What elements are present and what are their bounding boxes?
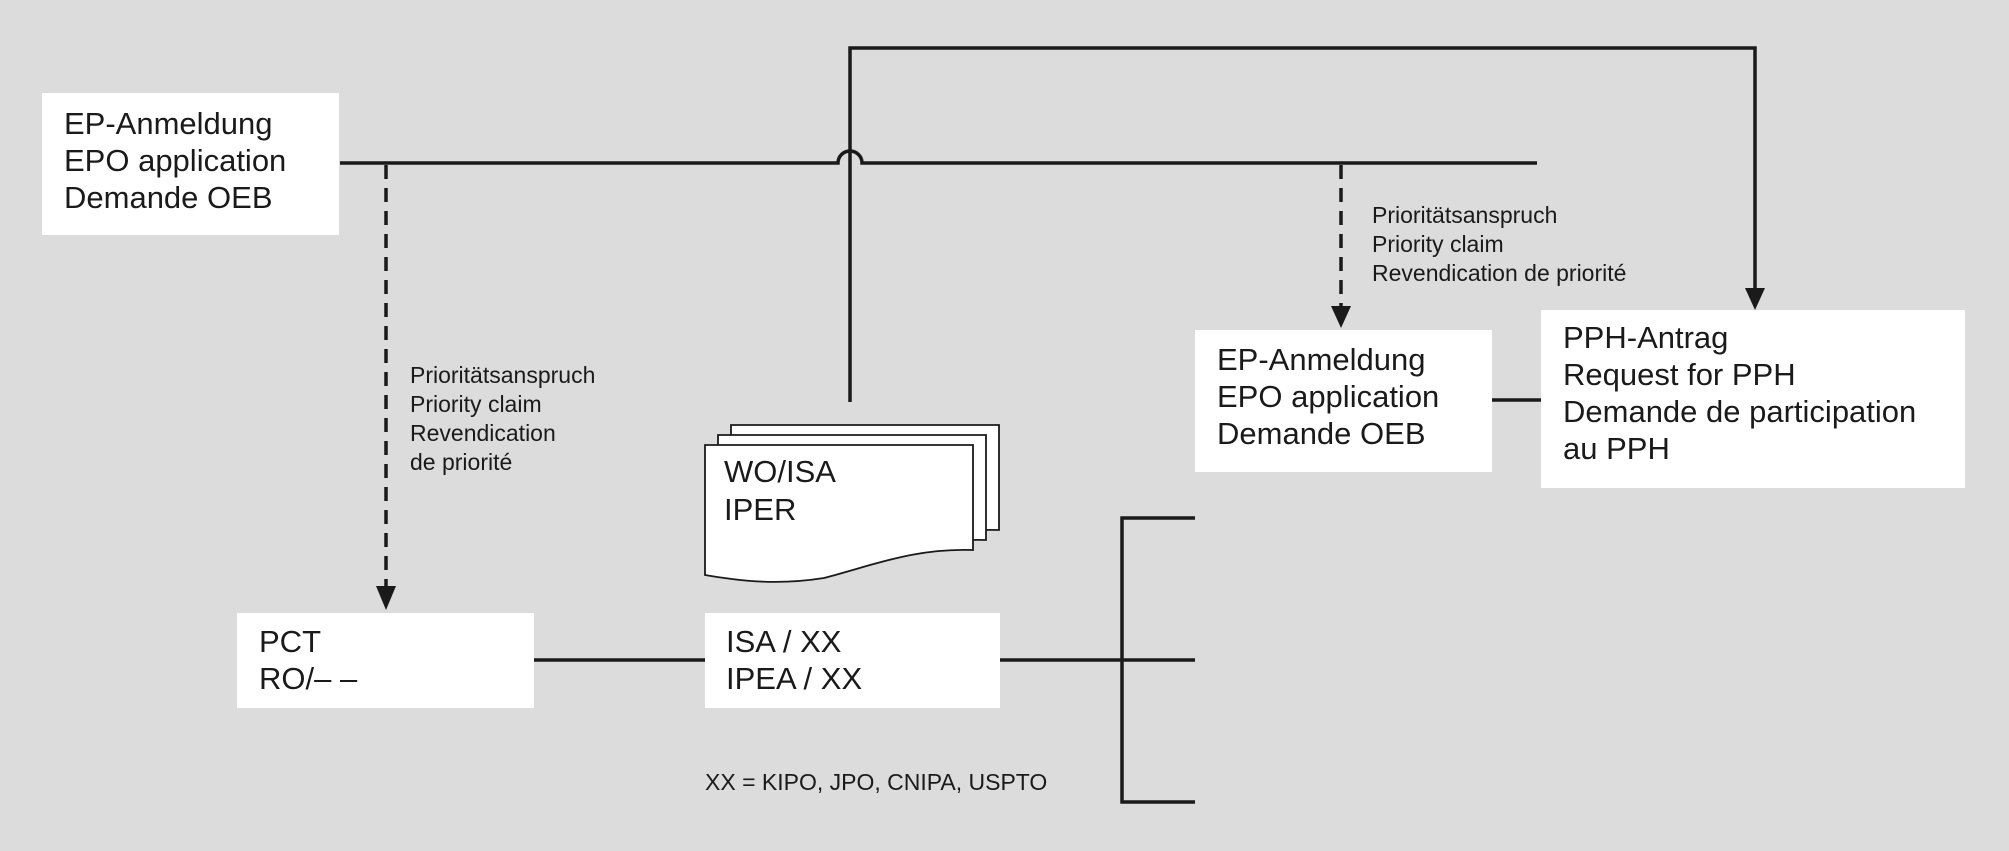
documents-line1: WO/ISA <box>724 454 836 489</box>
pph-request-line3: Demande de participation <box>1563 394 1916 429</box>
pph-arrowhead <box>1745 288 1765 310</box>
ep-application-1-line3: Demande OEB <box>64 180 273 215</box>
ep-application-2-line2: EPO application <box>1217 379 1439 414</box>
ep-application-1-line2: EPO application <box>64 143 286 178</box>
isa-line1: ISA / XX <box>726 624 842 659</box>
priority-left-line3: Revendication <box>410 420 556 446</box>
ep-application-1-line1: EP-Anmeldung <box>64 106 273 141</box>
documents-line2: IPER <box>724 492 796 527</box>
ep-application-box-2: EP-Anmeldung EPO application Demande OEB <box>1195 330 1492 472</box>
priority-left-line2: Priority claim <box>410 391 542 417</box>
isa-ipea-box: ISA / XX IPEA / XX <box>705 613 1000 708</box>
ep-application-2-line3: Demande OEB <box>1217 416 1426 451</box>
priority-claim-label-left: Prioritätsanspruch Priority claim Revend… <box>410 362 595 475</box>
pph-request-box: PPH-Antrag Request for PPH Demande de pa… <box>1541 310 1965 488</box>
footnote-offices: XX = KIPO, JPO, CNIPA, USPTO <box>705 769 1047 795</box>
priority-arrowhead-left <box>376 586 396 610</box>
priority-right-line1: Prioritätsanspruch <box>1372 202 1557 228</box>
priority-left-line4: de priorité <box>410 449 512 475</box>
pph-request-line2: Request for PPH <box>1563 357 1796 392</box>
pph-request-line4: au PPH <box>1563 431 1670 466</box>
main-timeline-line <box>340 151 1537 163</box>
priority-right-line3: Revendication de priorité <box>1372 260 1626 286</box>
isa-line2: IPEA / XX <box>726 661 862 696</box>
document-stack: WO/ISA IPER <box>705 425 999 582</box>
pph-request-line1: PPH-Antrag <box>1563 320 1728 355</box>
ep-application-box-1: EP-Anmeldung EPO application Demande OEB <box>42 93 339 235</box>
pct-ro-box: PCT RO/– – <box>237 613 534 708</box>
ep-application-2-line1: EP-Anmeldung <box>1217 342 1426 377</box>
pct-line2: RO/– – <box>259 661 358 696</box>
priority-right-line2: Priority claim <box>1372 231 1504 257</box>
pct-line1: PCT <box>259 624 321 659</box>
priority-left-line1: Prioritätsanspruch <box>410 362 595 388</box>
priority-claim-label-right: Prioritätsanspruch Priority claim Revend… <box>1372 202 1626 286</box>
priority-arrowhead-right <box>1331 306 1351 328</box>
